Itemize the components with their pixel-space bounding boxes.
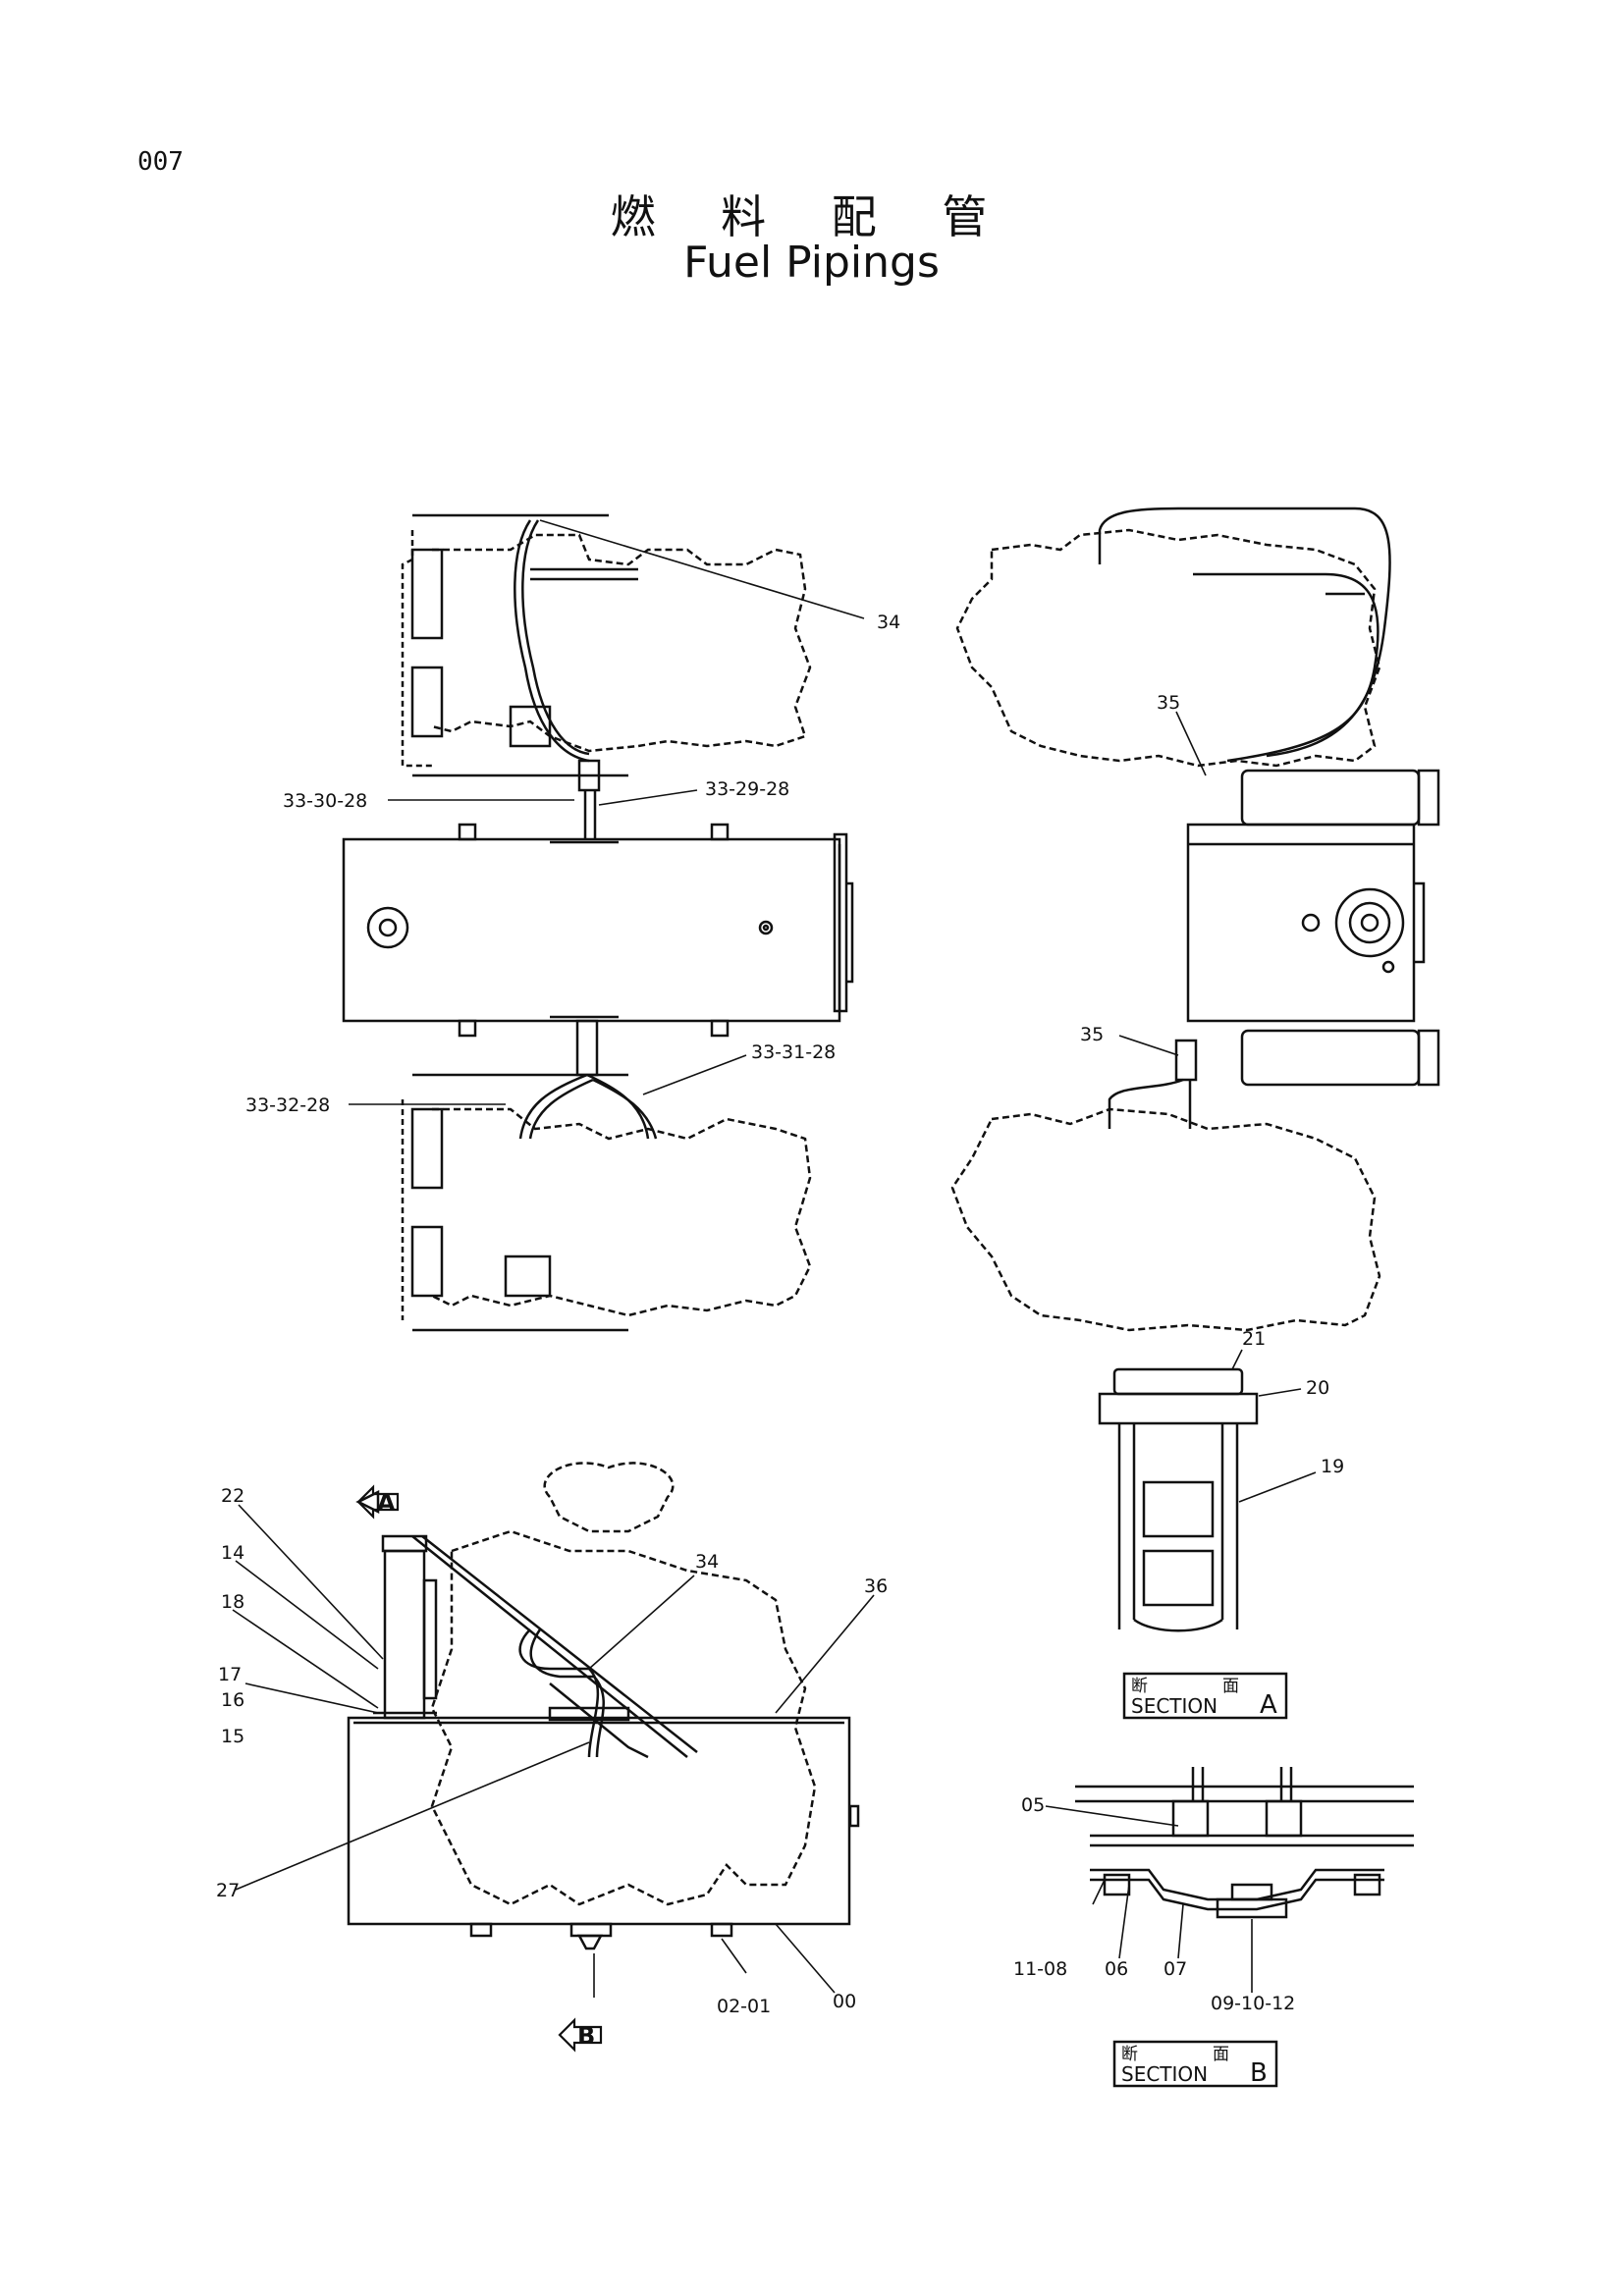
callout-17: 17 xyxy=(218,1664,242,1685)
section-a-word: SECTION xyxy=(1131,1694,1217,1718)
section-a-label: 断 面 SECTION A xyxy=(1131,1677,1277,1720)
section-b-kanji-right: 面 xyxy=(1213,2045,1229,2064)
section-a-letter: A xyxy=(1260,1690,1277,1720)
section-b-kanji-left: 断 xyxy=(1121,2045,1138,2064)
callout-06: 06 xyxy=(1105,1958,1128,1980)
callout-35-upper: 35 xyxy=(1157,692,1180,714)
side-view xyxy=(347,1462,860,1950)
section-a-view xyxy=(1098,1367,1288,1720)
section-a-kanji-left: 断 xyxy=(1131,1677,1148,1696)
view-arrow-a-letter: A xyxy=(377,1489,396,1517)
callout-20: 20 xyxy=(1306,1377,1329,1399)
callout-34-side: 34 xyxy=(695,1551,719,1573)
callout-21: 21 xyxy=(1242,1328,1266,1350)
callout-33-30-28: 33-30-28 xyxy=(283,790,367,812)
callout-16: 16 xyxy=(221,1689,244,1711)
callout-33-31-28: 33-31-28 xyxy=(751,1041,836,1063)
page-title-english: Fuel Pipings xyxy=(683,238,940,288)
callout-27: 27 xyxy=(216,1880,240,1901)
callout-14: 14 xyxy=(221,1542,244,1564)
plan-view-right xyxy=(950,507,1440,1332)
leader-lines xyxy=(232,519,1317,1998)
callout-02-01: 02-01 xyxy=(717,1996,771,2017)
section-b-word: SECTION xyxy=(1121,2062,1208,2086)
callout-33-29-28: 33-29-28 xyxy=(705,778,789,800)
callout-19: 19 xyxy=(1321,1456,1344,1477)
callout-00: 00 xyxy=(833,1991,856,2012)
page-number: 007 xyxy=(137,147,184,177)
callout-05: 05 xyxy=(1021,1794,1045,1816)
callout-11-08: 11-08 xyxy=(1013,1958,1067,1980)
section-b-letter: B xyxy=(1250,2058,1268,2088)
section-b-view xyxy=(1075,1767,1414,2088)
callout-18: 18 xyxy=(221,1591,244,1613)
callout-15: 15 xyxy=(221,1726,244,1747)
plan-view-left xyxy=(342,513,854,1332)
view-arrow-b-letter: B xyxy=(577,2022,595,2050)
callout-22: 22 xyxy=(221,1485,244,1507)
view-arrow-a: A xyxy=(356,1484,400,1520)
section-b-label: 断 面 SECTION B xyxy=(1121,2045,1268,2088)
callout-34-top: 34 xyxy=(877,612,900,633)
callout-33-32-28: 33-32-28 xyxy=(245,1095,330,1116)
page-title-japanese: 燃 料 配 管 xyxy=(610,190,1013,243)
callout-35-lower: 35 xyxy=(1080,1024,1104,1045)
callout-09-10-12: 09-10-12 xyxy=(1211,1993,1295,2014)
section-a-kanji-right: 面 xyxy=(1222,1677,1239,1696)
view-arrow-b: B xyxy=(558,2017,603,2053)
callout-07: 07 xyxy=(1163,1958,1187,1980)
callout-36: 36 xyxy=(864,1575,888,1597)
